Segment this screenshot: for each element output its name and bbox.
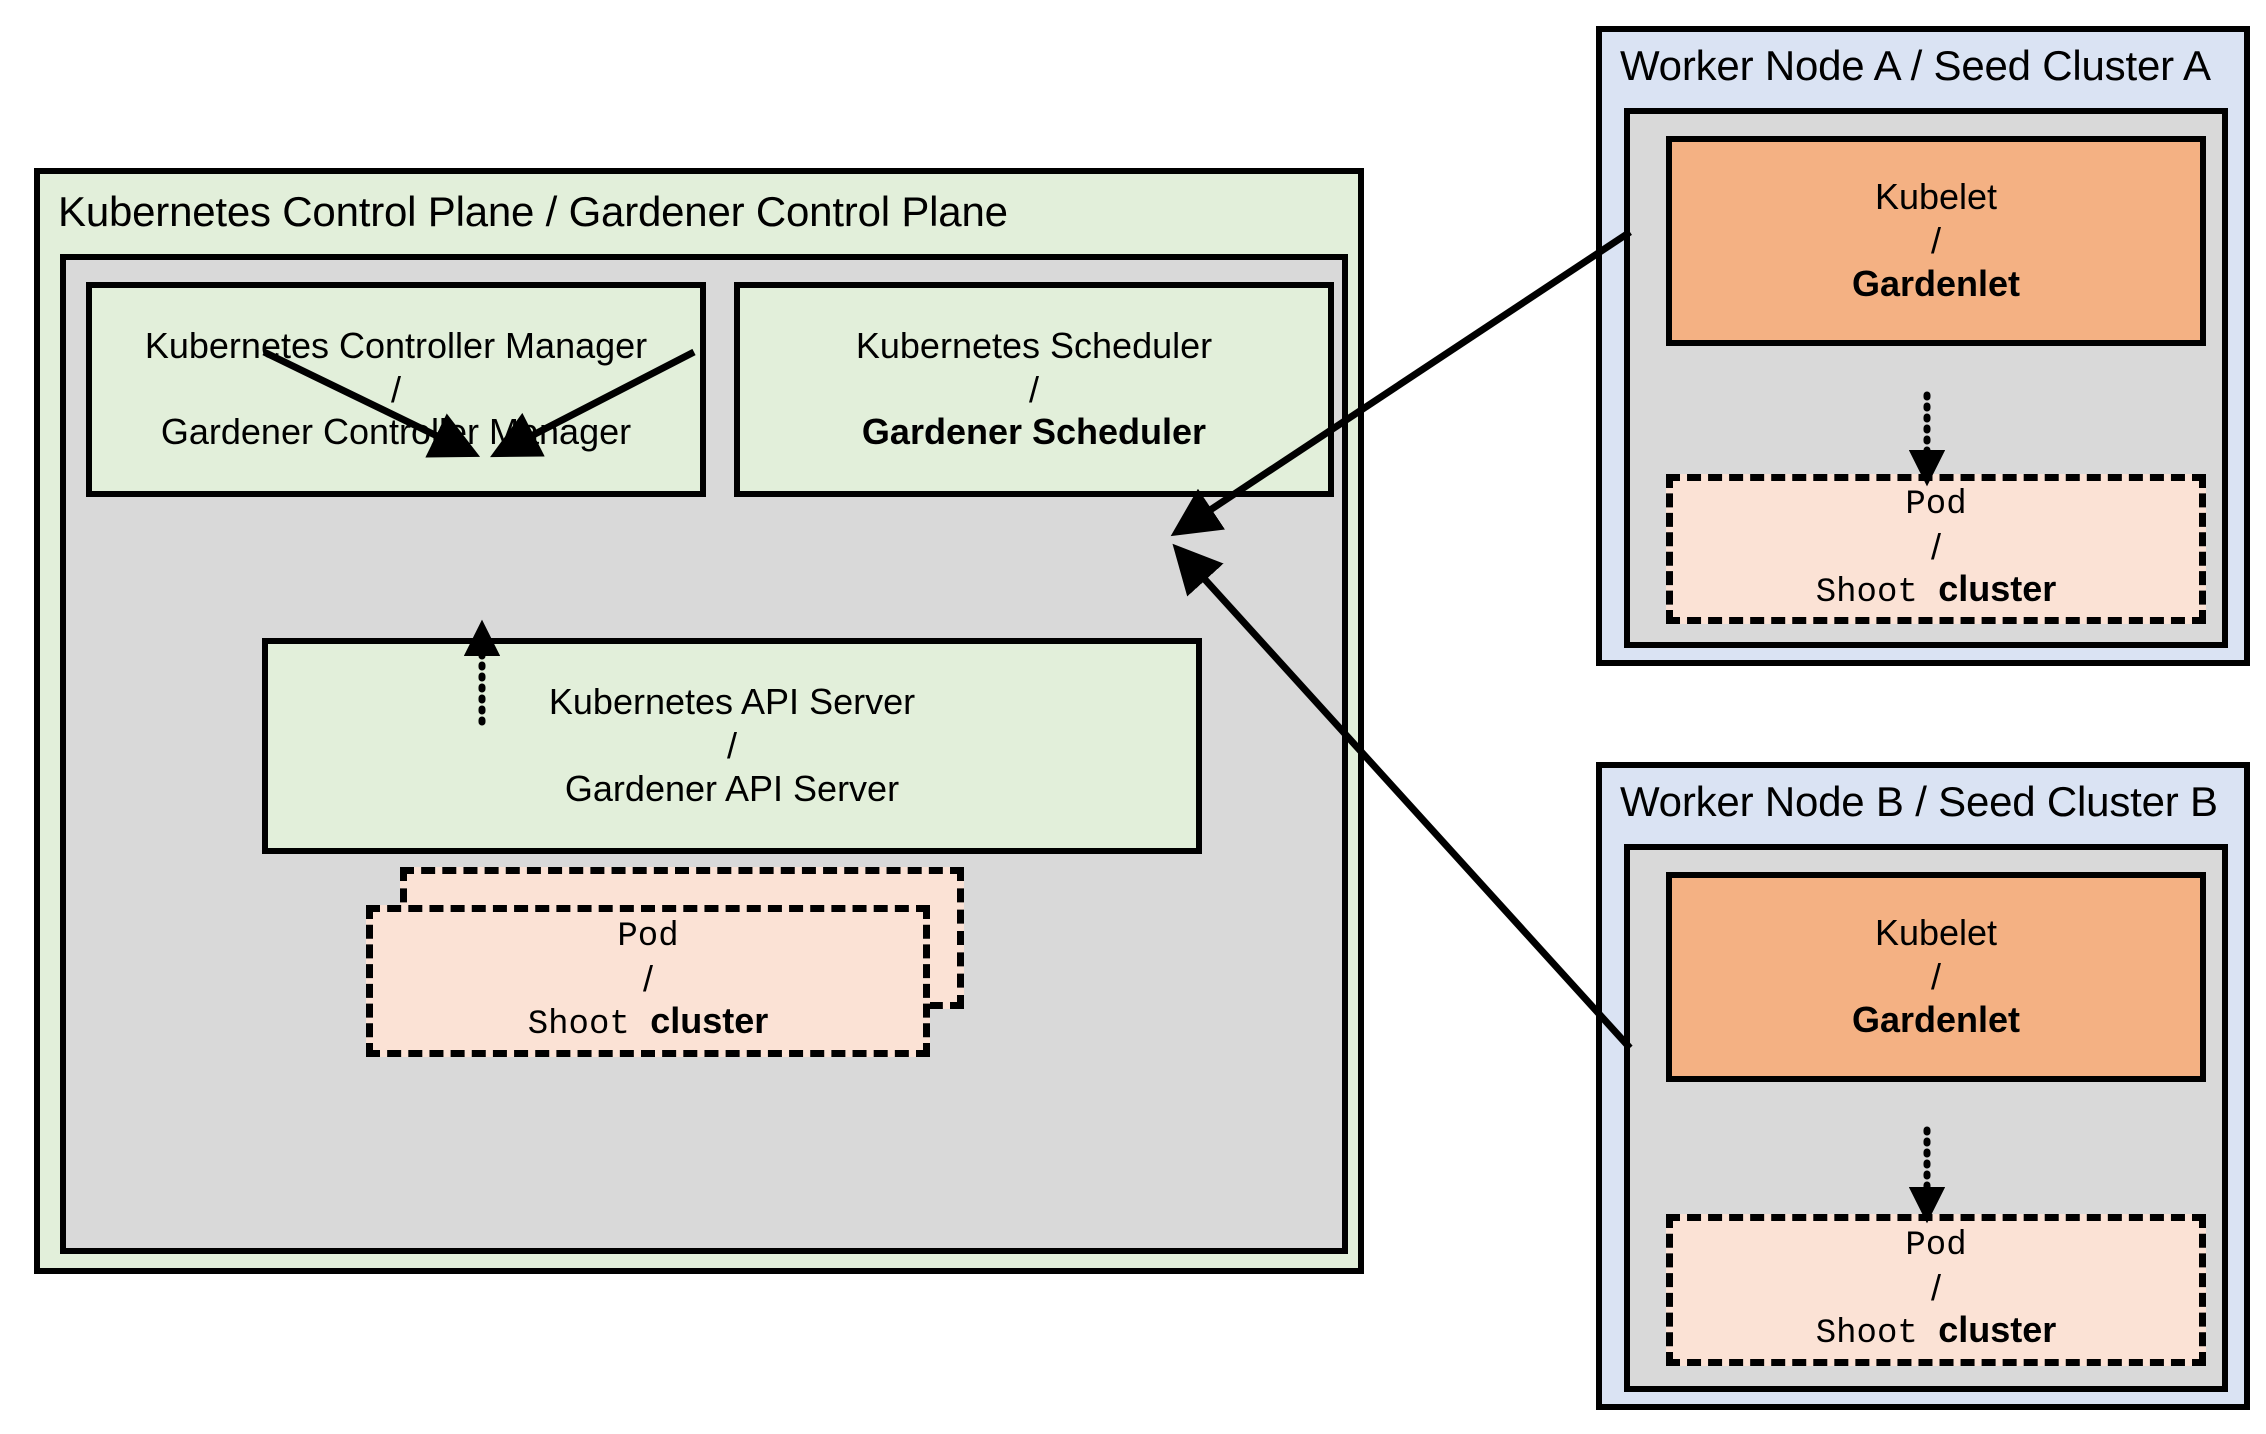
controller-manager-line2: Gardener Controller Manager (160, 411, 632, 453)
worker-node-b-kubelet-line2: Gardenlet (1851, 998, 2021, 1040)
worker-node-a-group: Worker Node A / Seed Cluster A Kubelet /… (1596, 26, 2250, 666)
worker-node-b-kubelet-box[interactable]: Kubelet / Gardenlet (1666, 872, 2206, 1082)
scheduler-line1: Kubernetes Scheduler (855, 324, 1213, 366)
worker-node-b-kubelet-line1: Kubelet (1874, 912, 1998, 954)
worker-node-a-pod-line2: Shoot cluster (1816, 566, 2057, 615)
worker-node-a-kubelet-line2: Gardenlet (1851, 262, 2021, 304)
worker-node-b-pod-shoot: Shoot (1815, 1315, 1918, 1354)
control-plane-pod-cluster: cluster (650, 1000, 769, 1042)
worker-node-b-kubelet-separator: / (1930, 956, 1941, 998)
api-server-line2: Gardener API Server (564, 767, 900, 809)
worker-node-b-title: Worker Node B / Seed Cluster B (1620, 778, 2218, 825)
kubernetes-controller-manager-box[interactable]: Kubernetes Controller Manager / Gardener… (86, 282, 706, 497)
api-server-separator: / (726, 725, 737, 767)
controller-manager-line1: Kubernetes Controller Manager (144, 324, 648, 366)
control-plane-pod-separator: / (642, 957, 653, 999)
worker-node-a-title: Worker Node A / Seed Cluster A (1620, 42, 2211, 89)
worker-node-b-inner-panel: Kubelet / Gardenlet Pod / Shoot cluster (1624, 844, 2228, 1392)
control-plane-title: Kubernetes Control Plane / Gardener Cont… (58, 188, 1008, 235)
worker-node-b-pod-box[interactable]: Pod / Shoot cluster (1666, 1214, 2206, 1366)
worker-node-a-pod-separator: / (1930, 525, 1941, 567)
control-plane-group: Kubernetes Control Plane / Gardener Cont… (34, 168, 1364, 1274)
control-plane-pod-shoot: Shoot (527, 1006, 630, 1045)
worker-node-b-pod-cluster: cluster (1938, 1309, 2057, 1351)
kubernetes-scheduler-box[interactable]: Kubernetes Scheduler / Gardener Schedule… (734, 282, 1334, 497)
controller-manager-separator: / (390, 368, 401, 410)
worker-node-b-group: Worker Node B / Seed Cluster B Kubelet /… (1596, 762, 2250, 1410)
control-plane-inner-panel: Kubernetes Controller Manager / Gardener… (60, 254, 1348, 1254)
worker-node-a-pod-shoot: Shoot (1815, 574, 1918, 613)
worker-node-a-pod-line1: Pod (1905, 485, 1967, 524)
api-server-line1: Kubernetes API Server (548, 681, 916, 723)
worker-node-a-pod-cluster: cluster (1938, 568, 2057, 610)
worker-node-a-pod-box[interactable]: Pod / Shoot cluster (1666, 474, 2206, 624)
scheduler-separator: / (1028, 368, 1039, 410)
control-plane-pod-line2: Shoot cluster (528, 998, 769, 1047)
worker-node-a-kubelet-line1: Kubelet (1874, 176, 1998, 218)
worker-node-a-kubelet-box[interactable]: Kubelet / Gardenlet (1666, 136, 2206, 346)
worker-node-b-pod-line2: Shoot cluster (1816, 1307, 2057, 1356)
worker-node-a-kubelet-separator: / (1930, 220, 1941, 262)
worker-node-b-pod-separator: / (1930, 1266, 1941, 1308)
control-plane-pod-box[interactable]: Pod / Shoot cluster (366, 905, 930, 1057)
worker-node-a-inner-panel: Kubelet / Gardenlet Pod / Shoot cluster (1624, 108, 2228, 648)
worker-node-b-pod-line1: Pod (1905, 1226, 1967, 1265)
scheduler-line2: Gardener Scheduler (861, 411, 1207, 453)
kubernetes-api-server-box[interactable]: Kubernetes API Server / Gardener API Ser… (262, 638, 1202, 854)
control-plane-pod-line1: Pod (617, 917, 679, 956)
